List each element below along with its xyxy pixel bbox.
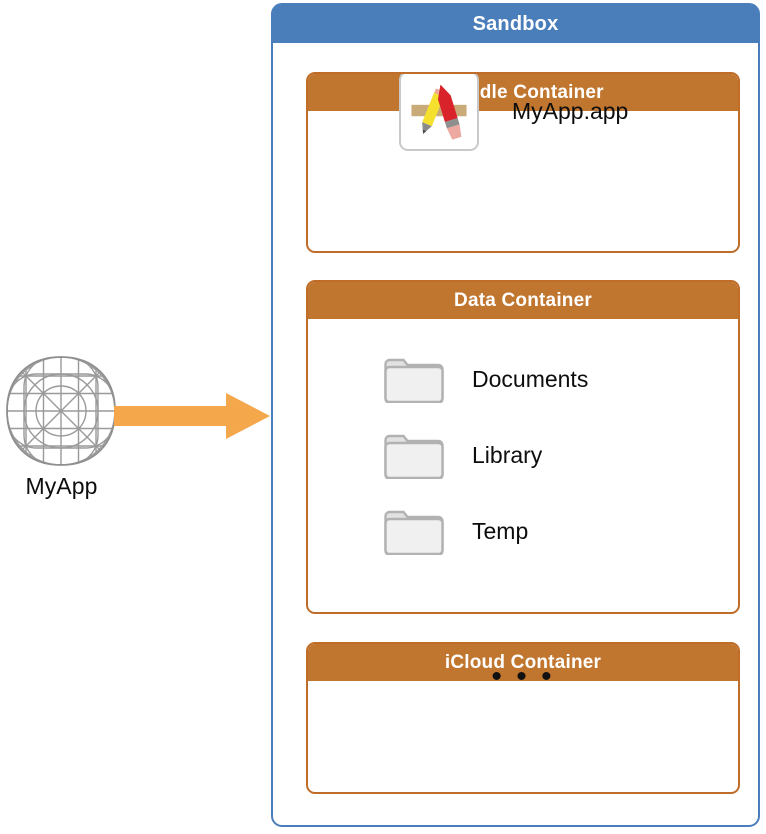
bundle-container-header: Bundle Container	[308, 74, 738, 111]
data-container-header: Data Container	[308, 282, 738, 319]
app-source-label: MyApp	[25, 473, 98, 499]
list-item-label: Library	[472, 441, 543, 468]
folder-icon	[384, 434, 444, 479]
sandbox-header: Sandbox	[273, 5, 758, 43]
app-source-group: MyApp	[4, 356, 119, 516]
app-grid-template-icon	[6, 356, 116, 466]
list-item-library[interactable]: Library	[383, 417, 738, 493]
ellipsis-placeholder: • • •	[491, 660, 555, 693]
bundle-container: Bundle Container	[306, 72, 740, 253]
right-arrow-icon	[114, 393, 270, 439]
sandbox-title: Sandbox	[472, 12, 559, 35]
folder-icon	[384, 358, 444, 403]
list-item-temp[interactable]: Temp	[383, 493, 738, 569]
folder-icon	[384, 510, 444, 555]
bundle-item-label: MyApp.app	[512, 97, 629, 124]
list-item-label: Documents	[472, 365, 589, 392]
data-container-title: Data Container	[454, 289, 592, 311]
sandbox-container: Sandbox Bundle Container	[271, 3, 760, 827]
data-container: Data Container Documents Library	[306, 280, 740, 614]
list-item-documents[interactable]: Documents	[383, 341, 738, 417]
icloud-container-title: iCloud Container	[444, 651, 602, 673]
data-container-item-list: Documents Library Temp	[308, 319, 738, 555]
icloud-container: iCloud Container • • •	[306, 642, 740, 794]
icloud-container-header: iCloud Container	[308, 644, 738, 681]
xcode-app-icon	[399, 74, 479, 151]
bundle-container-title: Bundle Container	[442, 81, 604, 103]
list-item-label: Temp	[472, 517, 529, 544]
